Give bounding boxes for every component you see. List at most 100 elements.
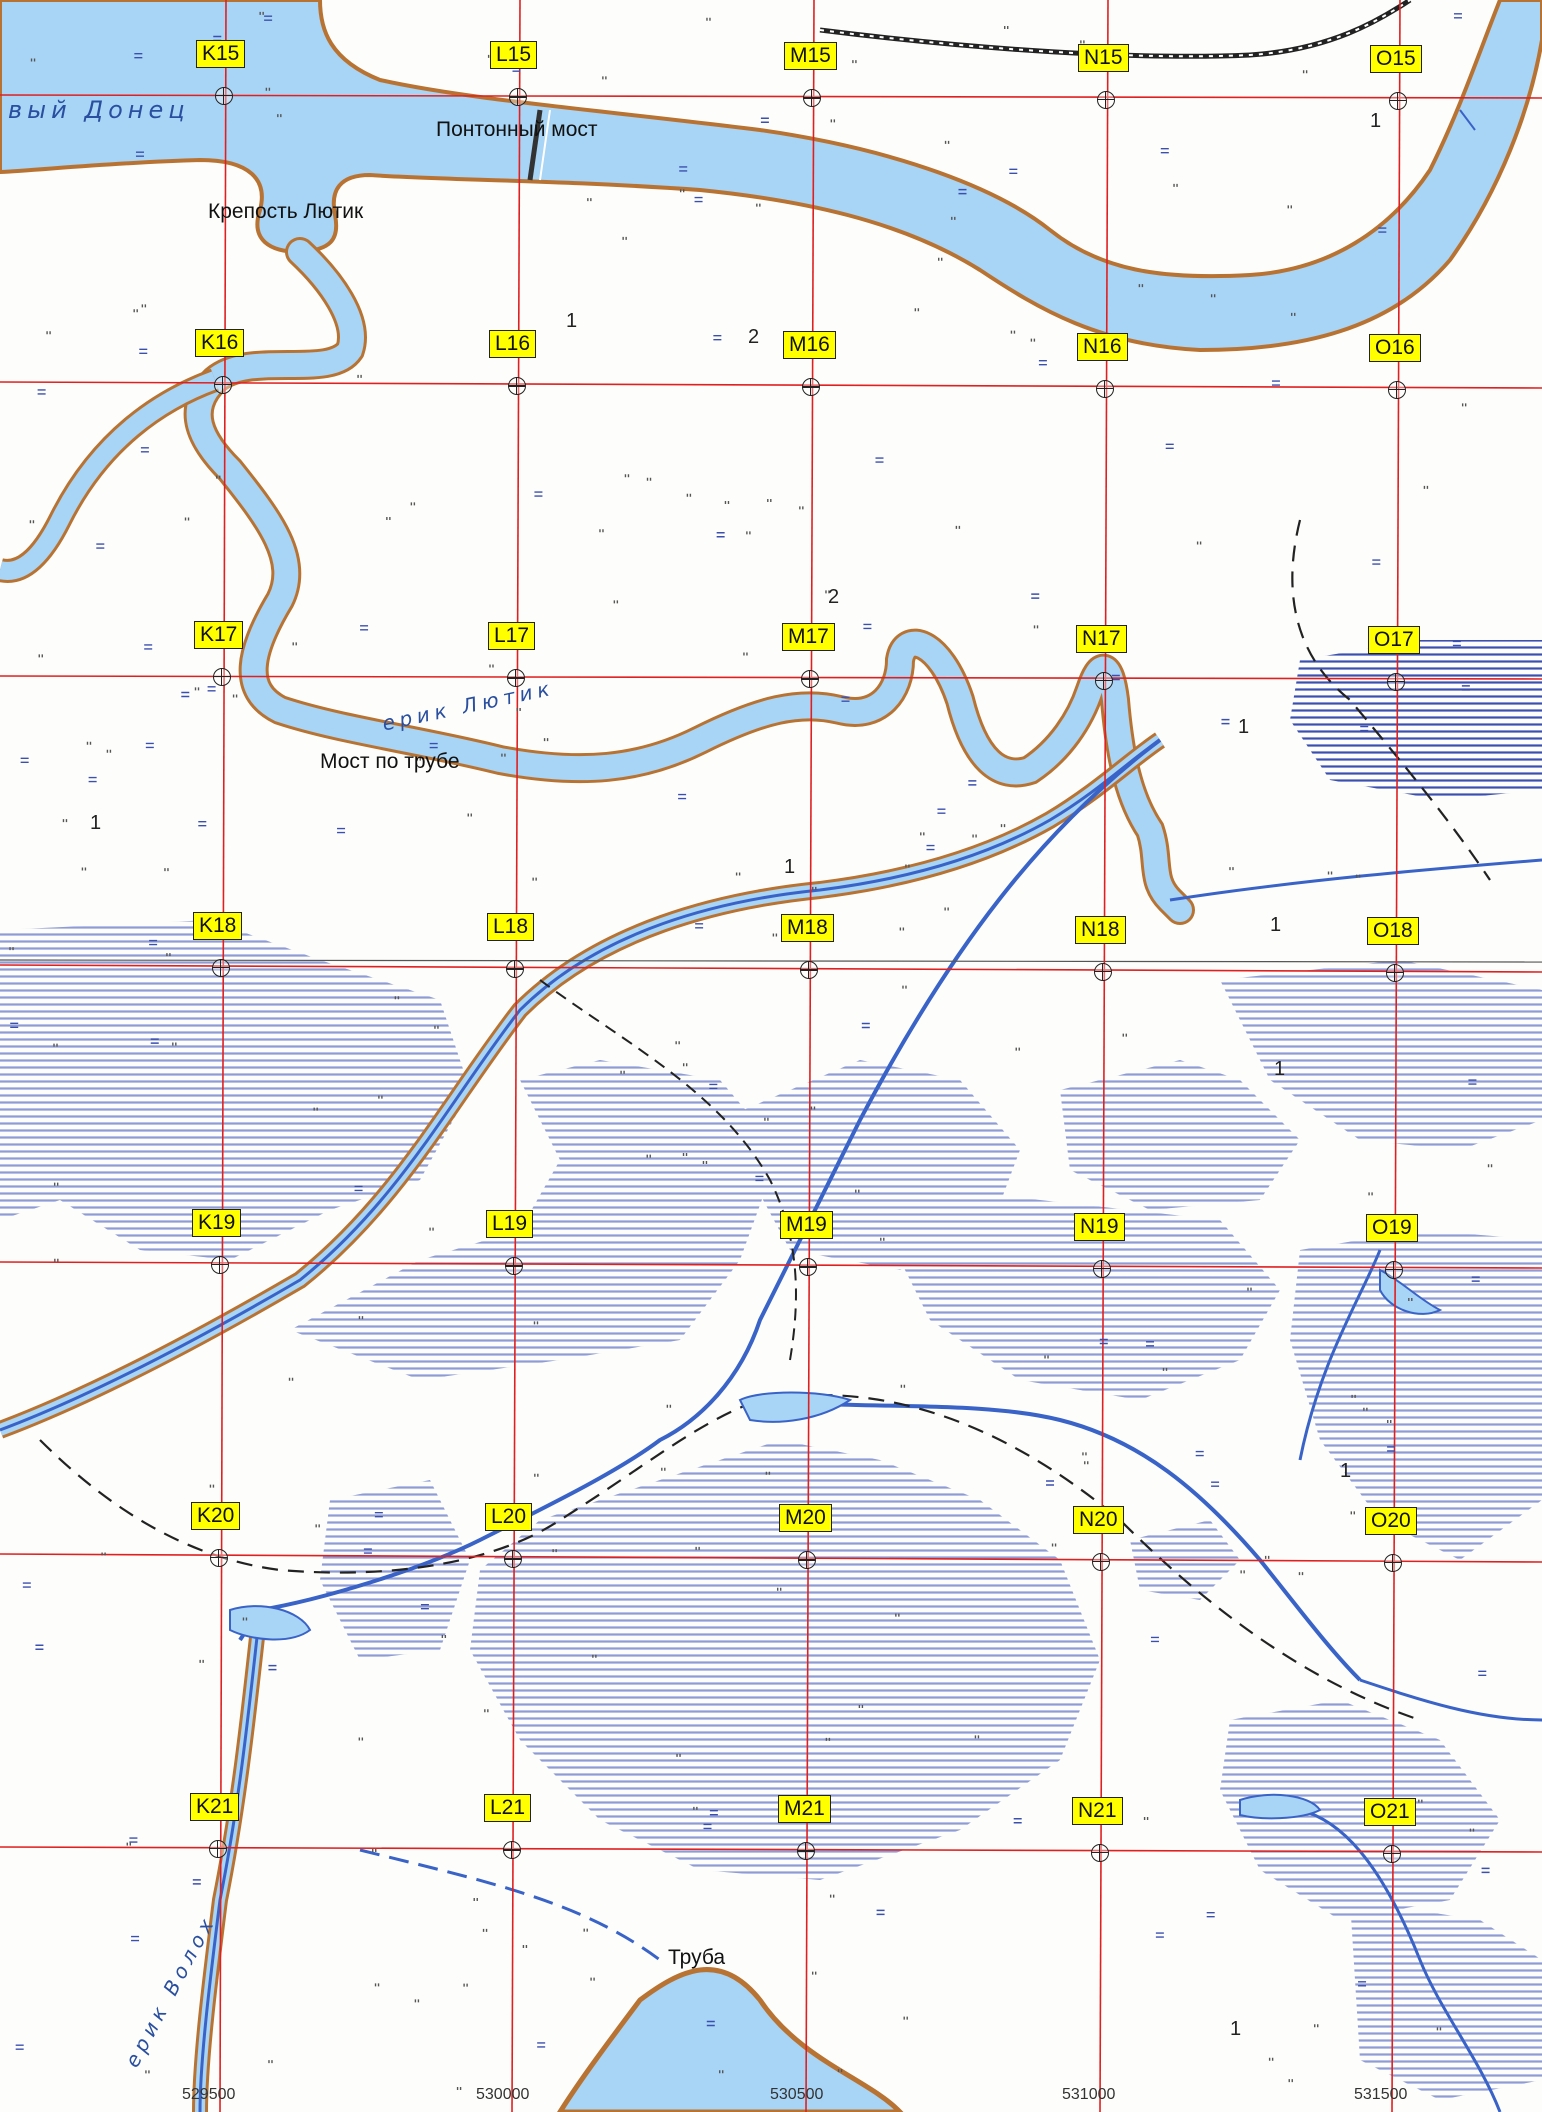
map-symbol [145, 742, 154, 749]
map-symbol [416, 757, 421, 761]
grid-point-marker [505, 1257, 523, 1276]
map-symbol [315, 1524, 320, 1528]
map-symbol [1013, 1818, 1022, 1824]
map-symbol [192, 1879, 201, 1885]
map-symbol [666, 1404, 672, 1408]
map-symbol [1240, 1570, 1245, 1574]
map-symbol [1195, 1450, 1204, 1457]
grid-label-l19: L19 [486, 1210, 534, 1239]
map-symbol [694, 196, 703, 203]
map-symbol [1355, 874, 1361, 878]
map-symbol [242, 1617, 248, 1621]
grid-label-k17: K17 [194, 621, 244, 649]
map-symbol [501, 753, 506, 757]
map-symbol [1408, 1298, 1413, 1302]
map-symbol [1122, 1033, 1127, 1037]
map-symbol [1206, 1912, 1215, 1918]
spot-height: 1 [1238, 716, 1250, 738]
map-symbol [29, 520, 35, 524]
grid-label-n19: N19 [1074, 1212, 1125, 1241]
grid-point-marker [1092, 1552, 1110, 1571]
map-symbol [482, 1928, 488, 1932]
map-symbol [537, 2042, 546, 2048]
map-symbol [1196, 541, 1202, 545]
map-symbol [378, 1095, 383, 1099]
spot-height: 1 [1230, 2018, 1242, 2040]
map-symbol [724, 500, 730, 504]
map-symbol [1033, 625, 1039, 629]
map-symbol [86, 741, 92, 745]
river-name-donets: вый Донец [8, 96, 190, 124]
map-symbol [135, 151, 144, 157]
grid-label-l15: L15 [490, 41, 538, 70]
label-fortress: Крепость Лютик [208, 200, 364, 223]
map-symbol [1082, 1452, 1087, 1456]
map-symbol [1162, 1367, 1168, 1371]
spot-height: 1 [784, 856, 796, 878]
map-symbol [743, 652, 748, 656]
vegetation-symbols [9, 11, 1493, 2091]
grid-point-marker [1387, 672, 1405, 691]
grid-label-l16: L16 [489, 330, 537, 359]
map-symbol [837, 2069, 843, 2073]
map-symbol [88, 776, 97, 783]
map-symbol [53, 1182, 59, 1186]
map-symbol [592, 1654, 597, 1658]
map-symbol [920, 832, 925, 836]
grid-label-n18: N18 [1075, 915, 1126, 944]
map-symbol [693, 1806, 698, 1810]
map-symbol [811, 1971, 817, 1975]
map-symbol [1372, 559, 1381, 565]
map-symbol [522, 1944, 528, 1948]
map-symbol [20, 757, 29, 764]
grid-point-marker [212, 959, 230, 977]
map-symbol [1314, 2024, 1319, 2028]
grid-point-marker [210, 1549, 228, 1567]
map-symbol [1461, 403, 1467, 407]
map-symbol [1271, 380, 1280, 386]
map-symbol [599, 529, 604, 533]
map-symbol [661, 1467, 666, 1471]
map-symbol [746, 531, 751, 535]
grid-label-k16: K16 [195, 329, 245, 357]
map-symbol [968, 780, 977, 786]
map-symbol [144, 644, 153, 650]
map-symbol [1084, 1461, 1089, 1465]
map-symbol [937, 808, 946, 814]
map-symbol [81, 867, 87, 871]
map-symbol [682, 1152, 688, 1156]
map-symbol [372, 1848, 377, 1852]
map-symbol [1478, 1670, 1487, 1676]
grid-point-marker [800, 961, 818, 980]
map-symbol [1468, 1079, 1477, 1085]
grid-label-n17: N17 [1076, 624, 1127, 653]
map-symbol [1038, 359, 1047, 366]
map-symbol [686, 493, 692, 497]
map-symbol [955, 525, 961, 529]
grid-point-marker [214, 376, 232, 394]
map-symbol [1350, 1511, 1355, 1515]
map-symbol [1165, 443, 1174, 450]
grid-point-marker [803, 89, 821, 108]
grid-label-m19: M19 [780, 1211, 833, 1240]
map-symbol [35, 1644, 44, 1650]
grid-label-m16: M16 [783, 331, 836, 360]
map-symbol [1288, 2079, 1293, 2083]
map-symbol [265, 87, 271, 91]
map-symbol [101, 1552, 106, 1556]
map-symbol [1469, 1828, 1475, 1832]
map-symbol [1302, 70, 1308, 74]
map-symbol [1298, 1572, 1304, 1576]
grid-point-marker [507, 669, 525, 688]
map-symbol [1387, 1446, 1396, 1452]
grid-point-marker [1091, 1843, 1109, 1862]
map-symbol [360, 625, 369, 631]
map-symbol [622, 236, 627, 240]
grid-label-o19: O19 [1366, 1213, 1418, 1242]
map-symbol [703, 1823, 712, 1830]
map-symbol [1368, 1192, 1373, 1196]
label-pipe-bridge: Мост по трубе [320, 750, 460, 773]
map-symbol [534, 491, 543, 497]
